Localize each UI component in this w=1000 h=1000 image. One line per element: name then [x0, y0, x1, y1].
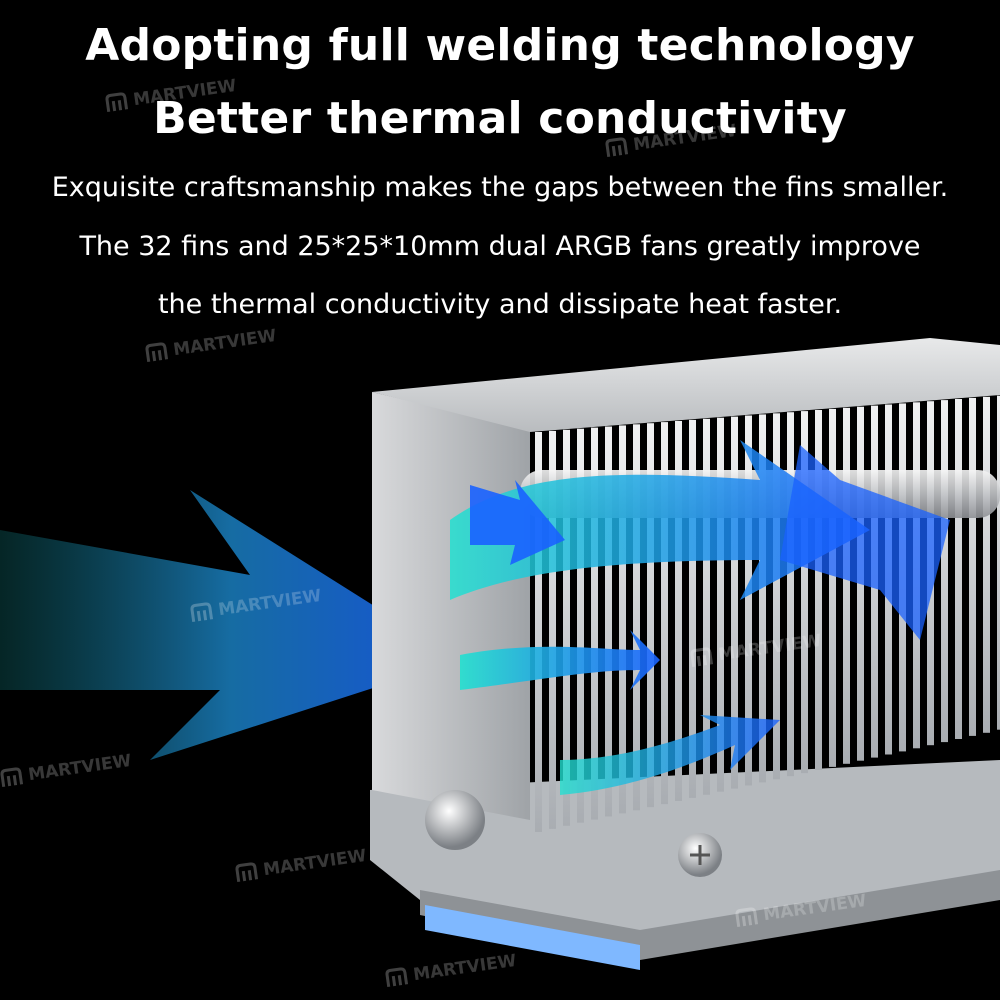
m-logo-icon: [235, 862, 259, 883]
m-logo-icon: [735, 907, 759, 928]
fin: [731, 416, 738, 789]
watermark: MARTVIEW: [234, 846, 368, 884]
fin: [633, 424, 640, 811]
fin: [787, 412, 794, 777]
watermark: MARTVIEW: [104, 76, 238, 114]
fin: [983, 396, 990, 733]
airflow-arrow: [470, 480, 565, 565]
description-line-1: Exquisite craftsmanship makes the gaps b…: [51, 172, 949, 203]
heatsink-top: [372, 338, 1000, 432]
fin: [955, 399, 962, 739]
fin: [969, 397, 976, 736]
description-line-2: The 32 fins and 25*25*10mm dual ARGB fan…: [79, 231, 921, 262]
airflow-arrow: [450, 440, 870, 600]
fin: [745, 415, 752, 786]
fin: [605, 426, 612, 817]
watermark: MARTVIEW: [0, 751, 133, 789]
heatsink-side: [372, 392, 530, 820]
m-logo-icon: [145, 342, 169, 363]
m-logo-icon: [690, 647, 714, 668]
fin: [997, 395, 1000, 730]
watermark: MARTVIEW: [604, 121, 738, 159]
airflow-arrow: [460, 630, 660, 690]
fin: [829, 408, 836, 767]
watermark: MARTVIEW: [189, 586, 323, 624]
fin: [759, 414, 766, 783]
fin: [619, 425, 626, 814]
screw-ball: [425, 790, 485, 850]
m-logo-icon: [190, 602, 214, 623]
thermal-pad: [425, 905, 640, 970]
fin: [941, 400, 948, 743]
headline-line-2: Better thermal conductivity: [153, 93, 847, 144]
fin: [843, 407, 850, 764]
fin: [675, 421, 682, 801]
watermark: MARTVIEW: [384, 951, 518, 989]
fin: [647, 423, 654, 808]
airflow-arrow: [780, 445, 950, 640]
fin: [661, 422, 668, 805]
fin: [535, 432, 542, 832]
inflow-arrow: [0, 490, 460, 760]
fin: [773, 413, 780, 780]
fin: [703, 418, 710, 795]
watermark: MARTVIEW: [144, 326, 278, 364]
fin: [815, 410, 822, 770]
m-logo-icon: [605, 137, 629, 158]
m-logo-icon: [385, 967, 409, 988]
fin: [591, 427, 598, 820]
headline-line-1: Adopting full welding technology: [85, 20, 915, 71]
fin: [717, 417, 724, 792]
fin: [563, 429, 570, 826]
description-line-3: the thermal conductivity and dissipate h…: [157, 289, 843, 320]
heatsink-illustration: [0, 338, 1000, 970]
m-logo-icon: [0, 767, 24, 788]
fin: [577, 428, 584, 823]
airflow-arrow: [560, 715, 780, 795]
fin: [549, 430, 556, 829]
fin: [801, 411, 808, 774]
fin: [689, 419, 696, 798]
watermark: MARTVIEW: [689, 631, 823, 669]
watermark: MARTVIEW: [734, 891, 868, 929]
m-logo-icon: [105, 92, 129, 113]
